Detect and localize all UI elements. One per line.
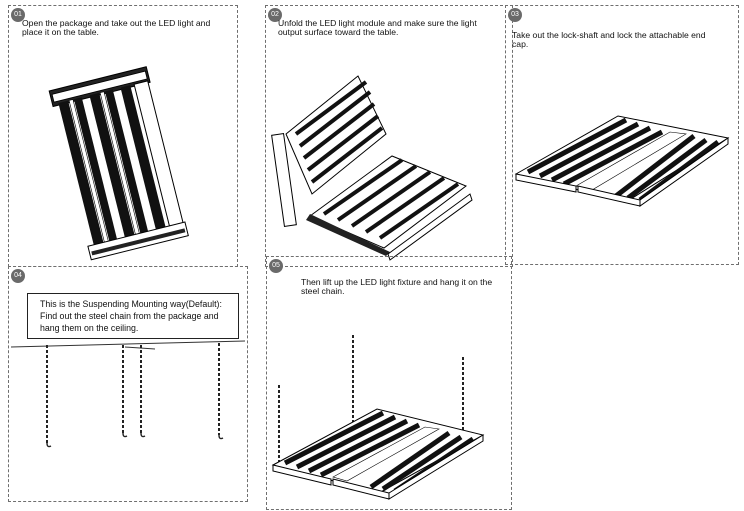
step-5-text: Then lift up the LED light fixture and h…: [301, 277, 493, 296]
step-1-panel: 01 Open the package and take out the LED…: [8, 5, 238, 267]
fixture-hanging-illustration: [271, 335, 485, 500]
step-5-badge: 05: [269, 259, 283, 273]
fixture-unfolding-illustration: [271, 75, 473, 261]
step-1-text: Open the package and take out the LED li…: [22, 18, 211, 37]
step-1-badge: 01: [11, 8, 25, 22]
fixture-packed-illustration: [48, 66, 189, 261]
step-4-panel: 04 This is the Suspending Mounting way(D…: [8, 266, 248, 502]
step-3-text: Take out the lock-shaft and lock the att…: [512, 30, 706, 49]
step-4-badge: 04: [11, 269, 25, 283]
step-3-panel: 03 Take out the lock-shaft and lock the …: [505, 5, 739, 265]
fixture-flat-illustration: [514, 115, 730, 207]
step-3-badge: 03: [508, 8, 522, 22]
step-2-badge: 02: [268, 8, 282, 22]
step-2-text: Unfold the LED light module and make sur…: [278, 18, 477, 37]
step-4-textbox: This is the Suspending Mounting way(Defa…: [27, 293, 239, 339]
step-2-panel: 02 Unfold the LED light module and make …: [265, 5, 513, 267]
step-5-panel: 05 Then lift up the LED light fixture an…: [266, 256, 512, 510]
step-4-text: This is the Suspending Mounting way(Defa…: [40, 299, 222, 333]
ceiling-chains-illustration: [10, 340, 246, 448]
